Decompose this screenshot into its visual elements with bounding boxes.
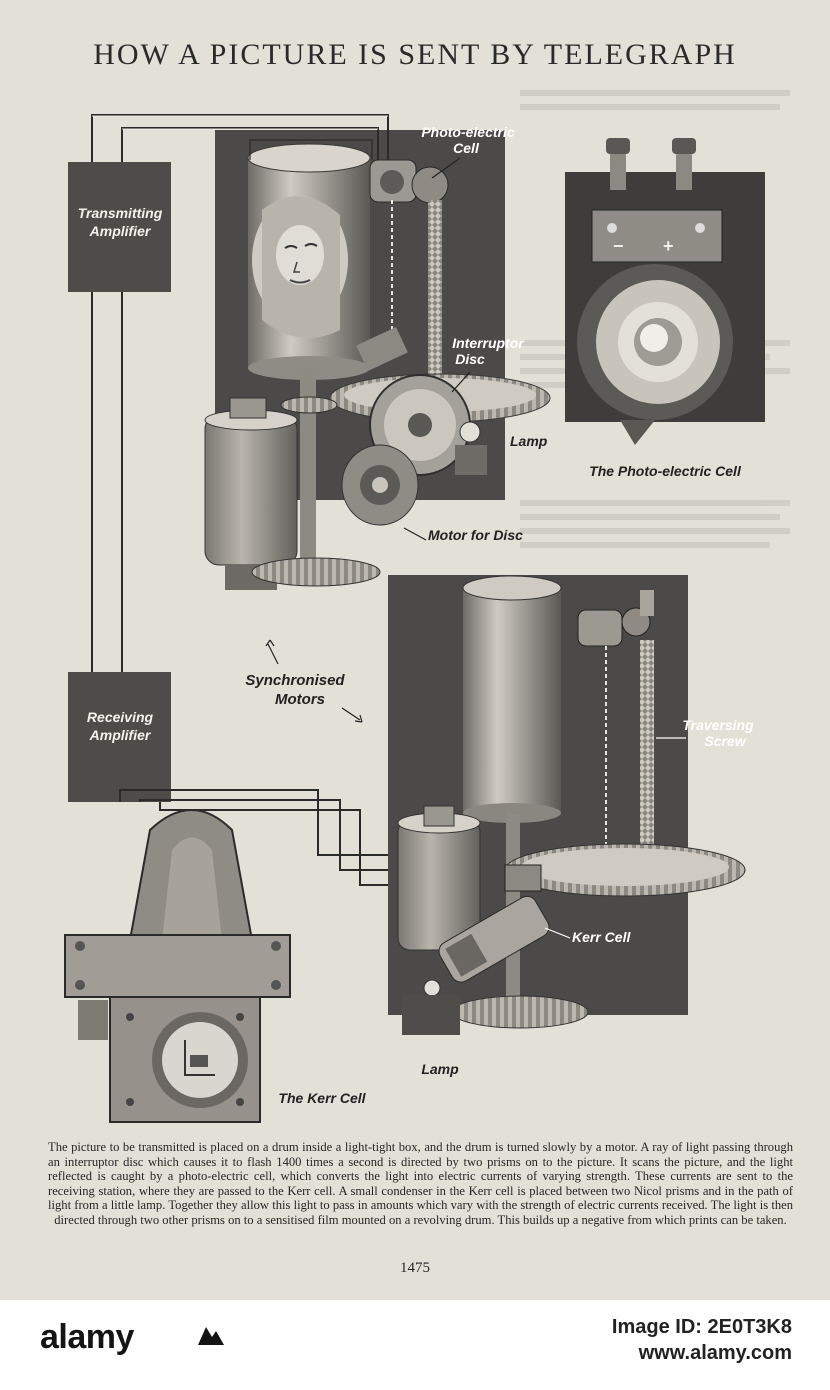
minus-sign: − — [613, 236, 624, 256]
top-screw — [428, 200, 442, 400]
label-synchronised-2: Motors — [275, 691, 325, 708]
label-photo-cell-caption: The Photo-electric Cell — [589, 463, 742, 479]
watermark-brand: alamy — [40, 1318, 134, 1356]
label-receiving-2: Amplifier — [89, 727, 152, 743]
label-interruptor: Interruptor — [452, 335, 525, 351]
label-motor-for-disc: Motor for Disc — [428, 527, 523, 543]
plus-sign: + — [663, 236, 674, 256]
label-synchronised: Synchronised — [245, 672, 345, 689]
label-traversing-2: Screw — [704, 733, 746, 749]
image-id: Image ID: 2E0T3K8 — [611, 1316, 792, 1338]
watermark-meta: Image ID: 2E0T3K8 www.alamy.com — [612, 1314, 792, 1366]
telegraph-illustration: − + — [64, 90, 790, 1123]
receive-drum — [463, 588, 561, 813]
kerr-cell-tube — [438, 895, 550, 983]
label-kerr-cell: Kerr Cell — [572, 929, 631, 945]
page-number: 1475 — [400, 1260, 430, 1276]
watermark-url: www.alamy.com — [638, 1342, 792, 1364]
label-photo-cell-2: Cell — [453, 140, 480, 156]
transmitting-amplifier-box — [68, 162, 171, 292]
label-interruptor-2: Disc — [455, 351, 485, 367]
label-lamp-top: Lamp — [510, 433, 548, 449]
brand-logo-icon — [198, 1327, 224, 1345]
page-title: HOW A PICTURE IS SENT BY TELEGRAPH — [93, 38, 737, 71]
kerr-cell-body — [64, 934, 291, 998]
label-lamp-bottom: Lamp — [421, 1061, 459, 1077]
top-sync-motor — [204, 414, 298, 566]
traversing-screw — [640, 640, 654, 855]
scanned-page: HOW A PICTURE IS SENT BY TELEGRAPH — [0, 0, 830, 1300]
label-photo-cell: Photo-electric — [421, 124, 515, 140]
label-traversing: Traversing — [682, 717, 754, 733]
pointer-lines — [265, 157, 686, 939]
label-receiving: Receiving — [87, 709, 154, 725]
label-kerr-cell-caption: The Kerr Cell — [278, 1090, 366, 1106]
label-transmitting: Transmitting — [78, 205, 163, 221]
figure-caption: The picture to be transmitted is placed … — [48, 1140, 793, 1227]
receiving-amplifier-box — [68, 672, 171, 802]
label-transmitting-2: Amplifier — [89, 223, 152, 239]
watermark-footer — [0, 1300, 830, 1390]
portrait-on-drum — [252, 196, 348, 338]
